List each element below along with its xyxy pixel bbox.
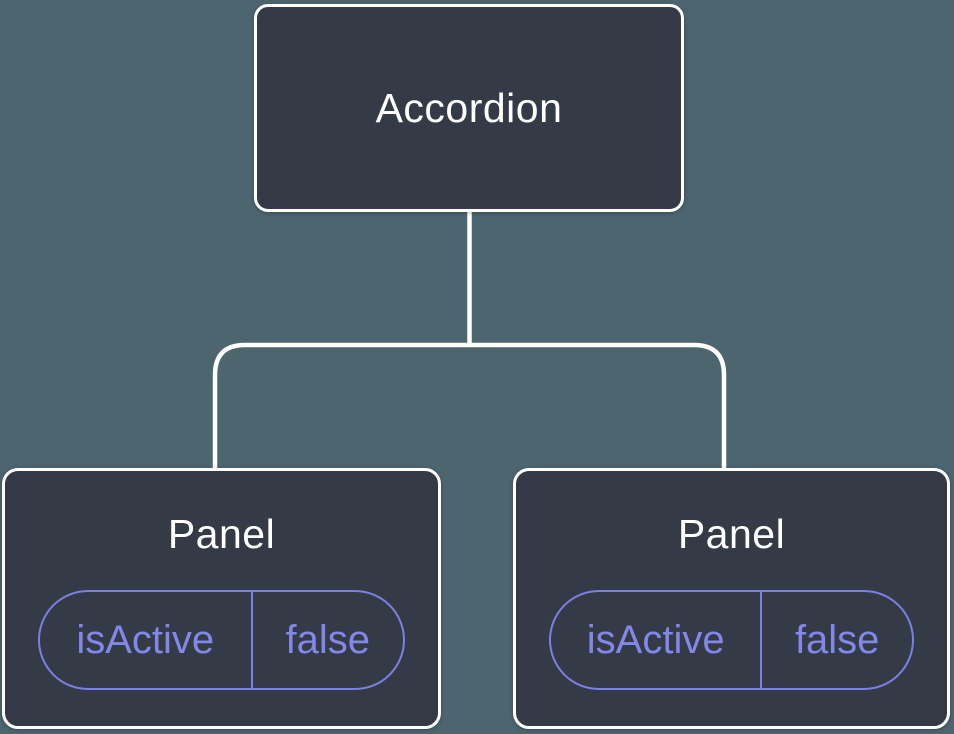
panel-node-label: Panel — [677, 511, 786, 557]
state-value-cell: false — [285, 617, 371, 662]
accordion-node-label: Accordion — [375, 84, 563, 131]
state-key-cell: isActive — [40, 592, 253, 688]
state-value-cell: false — [794, 617, 880, 662]
state-pill: isActive false — [549, 590, 914, 690]
panel-node-left: Panel isActive false — [2, 468, 441, 729]
panel-node-label: Panel — [167, 511, 276, 557]
state-key-cell: isActive — [551, 592, 763, 688]
state-pill: isActive false — [38, 590, 405, 690]
panel-node-right: Panel isActive false — [513, 468, 950, 729]
accordion-node: Accordion — [254, 4, 684, 212]
connector-branch-bracket — [212, 342, 727, 470]
